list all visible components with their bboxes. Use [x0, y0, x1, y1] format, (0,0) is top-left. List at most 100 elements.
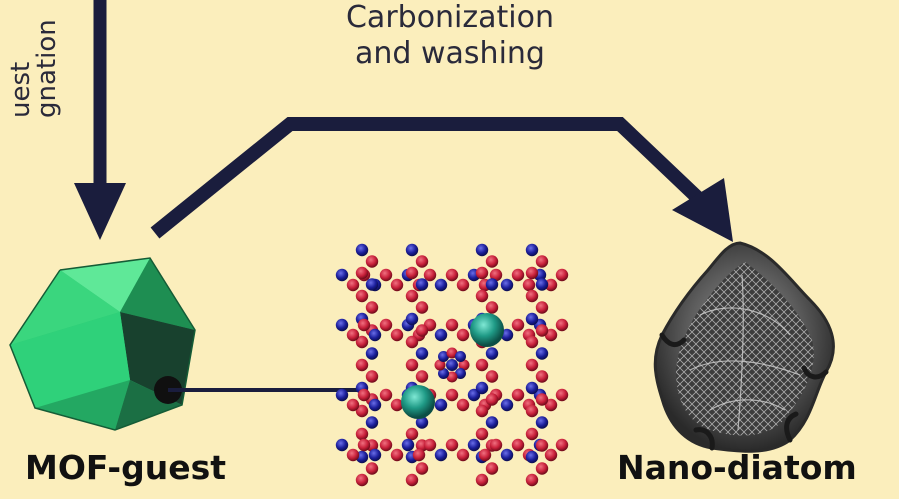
impregnation-label-line2: gnation [32, 19, 62, 118]
mof-crystal-icon [9, 257, 196, 431]
framework-bead [535, 439, 549, 452]
framework-bead [434, 278, 448, 292]
framework-bead [511, 388, 525, 402]
framework-bead [475, 243, 489, 257]
framework-bead [456, 448, 470, 462]
framework-bead [535, 393, 549, 406]
framework-bead [355, 289, 369, 303]
framework-bead [423, 268, 437, 282]
framework-bead [475, 266, 489, 280]
framework-bead [475, 358, 489, 372]
framework-bead [525, 427, 539, 441]
framework-bead [390, 278, 404, 292]
framework-bead [355, 404, 369, 418]
framework-bead [365, 462, 379, 475]
framework-bead [390, 398, 404, 412]
framework-bead [357, 318, 371, 332]
framework-bead [535, 416, 549, 429]
framework-bead [434, 398, 448, 412]
framework-bead [390, 448, 404, 462]
framework-bead [405, 358, 419, 372]
framework-bead [500, 328, 514, 342]
process-label-line2: and washing [355, 36, 545, 71]
framework-bead [405, 473, 419, 487]
framework-bead [535, 462, 549, 475]
framework-bead [379, 438, 393, 452]
framework-bead [485, 278, 499, 291]
framework-bead [500, 278, 514, 292]
framework-bead [415, 416, 429, 429]
framework-bead [412, 448, 426, 462]
framework-bead [525, 243, 539, 257]
framework-bead [511, 438, 525, 452]
framework-bead [456, 398, 470, 412]
framework-bead [415, 301, 429, 314]
framework-bead [438, 351, 450, 363]
framework-bead [475, 289, 489, 303]
framework-bead [355, 427, 369, 441]
framework-bead [415, 462, 429, 475]
guest-molecule-upper [470, 313, 504, 347]
framework-bead [355, 243, 369, 257]
framework-bead [485, 462, 499, 475]
framework-bead [415, 324, 429, 337]
framework-bead [405, 335, 419, 349]
framework-bead [500, 398, 514, 412]
framework-bead [379, 268, 393, 282]
framework-bead [544, 278, 558, 292]
framework-bead [405, 289, 419, 303]
framework-bead [456, 278, 470, 292]
carbonization-arrow [150, 117, 733, 242]
framework-bead [525, 358, 539, 372]
framework-bead [438, 367, 450, 379]
framework-bead [535, 301, 549, 314]
framework-bead [485, 393, 499, 406]
framework-bead [405, 312, 419, 326]
framework-bead [446, 359, 458, 371]
framework-bead [365, 347, 379, 360]
framework-bead [555, 388, 569, 402]
framework-bead [401, 438, 415, 452]
framework-bead [405, 266, 419, 280]
framework-bead [368, 448, 382, 462]
impregnation-arrow [74, 0, 126, 240]
framework-bead [405, 427, 419, 441]
framework-bead [357, 438, 371, 452]
nano-diatom-label: Nano-diatom [617, 448, 857, 487]
framework-bead [525, 450, 539, 464]
framework-bead [544, 398, 558, 412]
framework-bead [346, 278, 360, 292]
framework-bead [365, 370, 379, 383]
framework-bead [365, 301, 379, 314]
framework-bead [355, 335, 369, 349]
framework-bead [434, 328, 448, 342]
framework-bead [445, 388, 459, 402]
framework-bead [489, 438, 503, 452]
framework-bead [485, 347, 499, 360]
framework-bead [415, 370, 429, 383]
impregnation-label-line1: uest [6, 61, 36, 118]
framework-bead [535, 370, 549, 383]
framework-bead [475, 381, 489, 395]
framework-bead [458, 359, 470, 371]
framework-bead [485, 370, 499, 383]
nano-diatom-icon [653, 241, 835, 453]
framework-bead [379, 318, 393, 332]
zoom-connector [154, 376, 365, 404]
framework-bead [355, 358, 369, 372]
framework-bead [335, 318, 349, 332]
framework-bead [525, 266, 539, 280]
framework-bead [454, 367, 466, 379]
framework-bead [445, 318, 459, 332]
framework-bead [467, 438, 481, 452]
framework-bead [535, 278, 549, 291]
framework-bead [415, 278, 429, 291]
framework-bead [525, 335, 539, 349]
framework-bead [335, 268, 349, 282]
framework-bead [446, 371, 458, 383]
framework-bead [454, 351, 466, 363]
framework-bead [485, 255, 499, 268]
framework-bead [423, 438, 437, 452]
framework-bead [500, 448, 514, 462]
